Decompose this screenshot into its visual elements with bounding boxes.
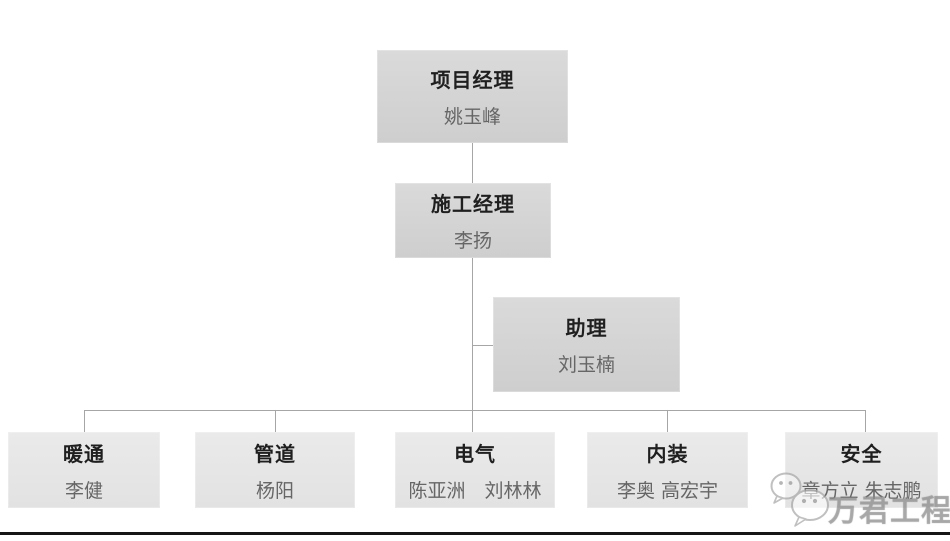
connector-line: [472, 143, 473, 183]
node-construction-manager: 施工经理 李扬: [395, 183, 551, 258]
node-electrical: 电气 陈亚洲 刘林林: [395, 432, 555, 508]
connector-drop: [275, 410, 276, 432]
node-person-name: 章方立 朱志鹏: [801, 479, 922, 502]
node-title: 安全: [840, 441, 883, 466]
connector-drop: [472, 410, 473, 432]
connector-line: [472, 258, 473, 410]
node-title: 项目经理: [430, 68, 515, 92]
node-title: 电气: [454, 441, 496, 466]
node-person-name: 陈亚洲 刘林林: [408, 479, 542, 502]
node-title: 管道: [254, 441, 296, 466]
connector-drop: [667, 410, 668, 432]
connector-line-horizontal: [84, 410, 866, 411]
node-title: 内装: [646, 441, 689, 466]
node-person-name: 李健: [64, 479, 103, 502]
node-hvac: 暖通 李健: [8, 432, 160, 508]
connector-drop: [865, 410, 866, 432]
node-safety: 安全 章方立 朱志鹏: [785, 432, 938, 508]
connector-line-assistant: [473, 345, 493, 346]
node-title: 施工经理: [431, 192, 515, 216]
node-person-name: 姚玉峰: [443, 106, 501, 128]
node-title: 暖通: [63, 441, 105, 466]
node-title: 助理: [565, 316, 608, 340]
node-piping: 管道 杨阳: [195, 432, 355, 508]
node-person-name: 刘玉楠: [557, 354, 615, 376]
node-person-name: 杨阳: [255, 479, 294, 502]
node-person-name: 李奥 高宏宇: [616, 479, 719, 502]
node-person-name: 李扬: [453, 230, 492, 252]
node-project-manager: 项目经理 姚玉峰: [377, 50, 568, 143]
connector-drop: [84, 410, 85, 432]
bottom-divider: [0, 532, 950, 535]
node-assistant: 助理 刘玉楠: [493, 297, 680, 392]
node-interior: 内装 李奥 高宏宇: [587, 432, 748, 508]
